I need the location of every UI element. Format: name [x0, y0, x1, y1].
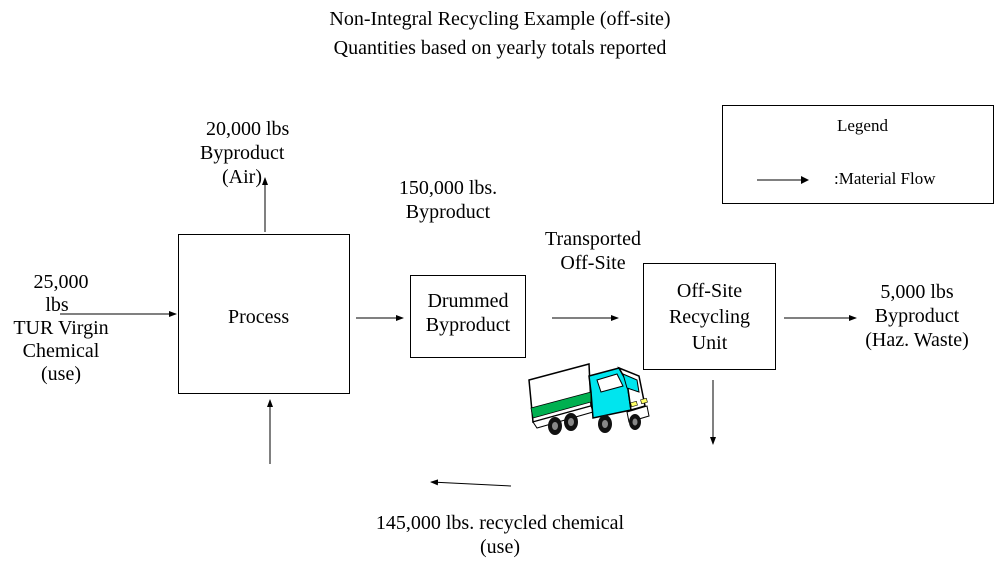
recycled-line-1: 145,000 lbs. recycled chemical: [375, 512, 625, 534]
title-line-1: Non-Integral Recycling Example (off-site…: [329, 8, 671, 30]
input-line-3: TUR Virgin: [13, 317, 109, 339]
haz-waste-label: 5,000 lbs Byproduct (Haz. Waste): [842, 280, 992, 352]
haz-line-1: 5,000 lbs: [880, 281, 954, 303]
air-byproduct-label: 20,000 lbs Byproduct (Air): [198, 117, 289, 189]
legend-material-flow-label: :Material Flow: [834, 169, 936, 188]
process-label: Process: [228, 306, 290, 328]
drummed-line-1: Drummed: [427, 290, 509, 312]
legend-title: Legend: [837, 116, 888, 135]
air-line-2: Byproduct: [200, 142, 285, 164]
transport-line-2: Off-Site: [560, 252, 626, 274]
title-line-2: Quantities based on yearly totals report…: [333, 37, 667, 59]
recycling-unit-box: Off-Site Recycling Unit: [643, 263, 776, 370]
input-line-4: Chemical: [22, 340, 100, 362]
byproduct-line-1: 150,000 lbs.: [398, 177, 498, 199]
legend-arrow-icon: [757, 176, 809, 184]
process-box: Process: [178, 234, 350, 394]
input-line-2: lbs: [45, 294, 69, 316]
recycling-line-2: Recycling: [668, 306, 751, 328]
drummed-byproduct-label: Drummed Byproduct: [411, 289, 525, 337]
arrow-recycled-return: [430, 479, 512, 487]
air-line-1: 20,000 lbs: [206, 118, 290, 140]
recycled-line-2: (use): [480, 536, 520, 558]
truck-icon: [528, 363, 650, 435]
haz-line-2: Byproduct: [874, 305, 960, 327]
drummed-byproduct-box: Drummed Byproduct: [410, 275, 526, 358]
recycling-line-3: Unit: [691, 332, 728, 354]
input-label: 25,000 lbs TUR Virgin Chemical (use): [6, 271, 116, 386]
legend-box: Legend :Material Flow: [722, 105, 994, 204]
drummed-quantity-label: 150,000 lbs. Byproduct: [378, 176, 518, 224]
recycling-line-1: Off-Site: [676, 280, 743, 302]
recycled-chemical-label: 145,000 lbs. recycled chemical (use): [330, 511, 670, 559]
drummed-line-2: Byproduct: [425, 314, 511, 336]
air-line-3: (Air): [222, 166, 262, 188]
transport-line-1: Transported: [545, 228, 641, 250]
input-line-5: (use): [41, 363, 81, 385]
transport-label: Transported Off-Site: [522, 227, 664, 275]
input-line-1: 25,000: [33, 271, 89, 293]
haz-line-3: (Haz. Waste): [865, 329, 969, 351]
diagram-title: Non-Integral Recycling Example (off-site…: [250, 5, 750, 63]
recycling-unit-label: Off-Site Recycling Unit: [644, 278, 775, 356]
byproduct-line-2: Byproduct: [405, 201, 491, 223]
